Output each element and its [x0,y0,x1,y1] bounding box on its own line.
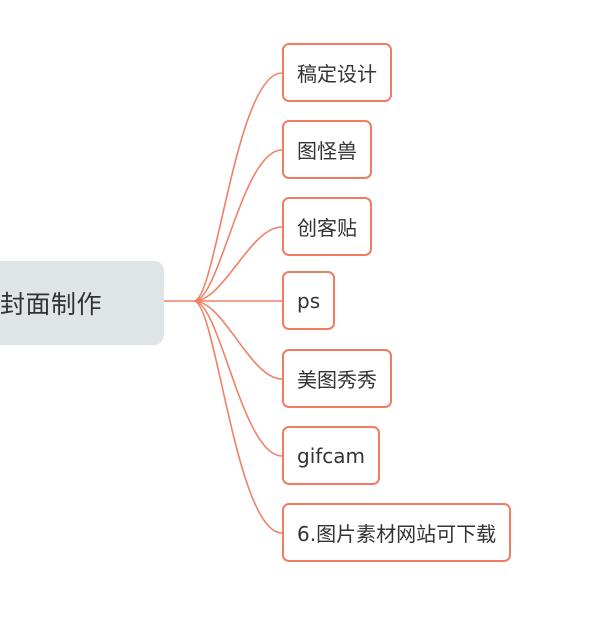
connector-美图秀秀 [193,300,283,380]
branch-node-ps[interactable]: ps [282,271,336,330]
branch-node-稿定设计[interactable]: 稿定设计 [282,43,392,102]
branch-node-gifcam[interactable]: gifcam [282,426,381,485]
connector-gifcam [193,300,283,457]
branch-node-label: 稿定设计 [297,62,377,86]
root-node[interactable]: 封面制作 [0,261,164,345]
branch-node-创客贴[interactable]: 创客贴 [282,197,372,256]
branch-node-label: 图怪兽 [297,139,357,163]
connector-稿定设计 [193,72,283,302]
branch-node-label: ps [297,288,321,313]
branch-node-label: gifcam [297,443,366,468]
branch-node-图怪兽[interactable]: 图怪兽 [282,120,372,179]
branch-node-label: 6.图片素材网站可下载 [297,522,497,546]
connector-图怪兽 [193,149,283,302]
branch-node-美图秀秀[interactable]: 美图秀秀 [282,349,392,408]
root-node-label: 封面制作 [0,290,103,319]
connector-图片素材网站 [193,300,283,534]
branch-node-label: 创客贴 [297,216,357,240]
branch-node-label: 美图秀秀 [297,368,377,392]
branch-node-图片素材网站可下载[interactable]: 6.图片素材网站可下载 [282,503,512,562]
connector-创客贴 [193,226,283,302]
